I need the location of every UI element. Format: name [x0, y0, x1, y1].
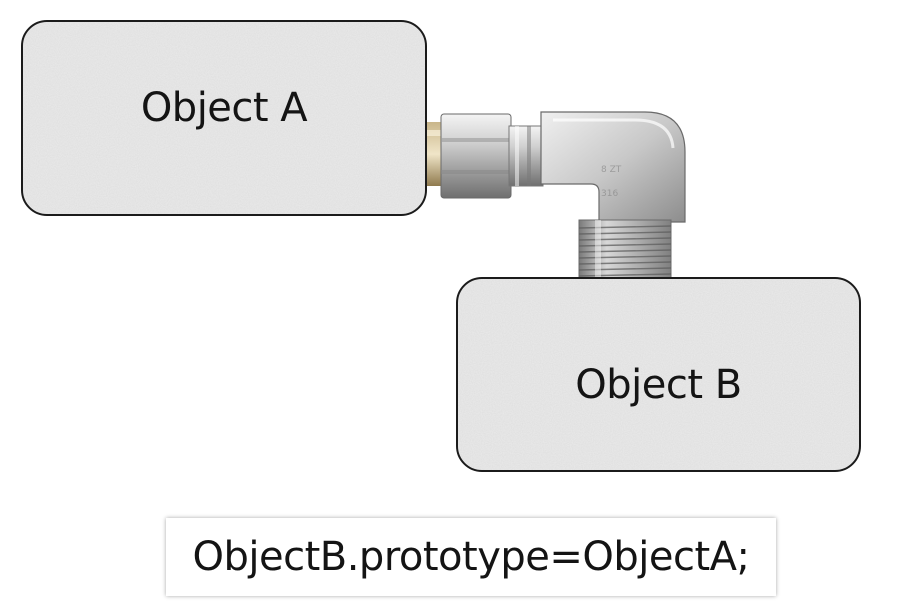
object-b-label: Object B: [575, 361, 742, 408]
svg-text:316: 316: [601, 189, 618, 199]
pipe-elbow-fitting-icon: 8 ZT 316: [423, 111, 686, 283]
svg-text:8 ZT: 8 ZT: [601, 165, 622, 175]
code-caption: ObjectB.prototype=ObjectA;: [166, 518, 776, 596]
object-a-box: Object A: [21, 20, 427, 216]
object-b-box: Object B: [456, 277, 861, 472]
code-caption-text: ObjectB.prototype=ObjectA;: [192, 534, 751, 580]
object-a-label: Object A: [140, 85, 308, 131]
